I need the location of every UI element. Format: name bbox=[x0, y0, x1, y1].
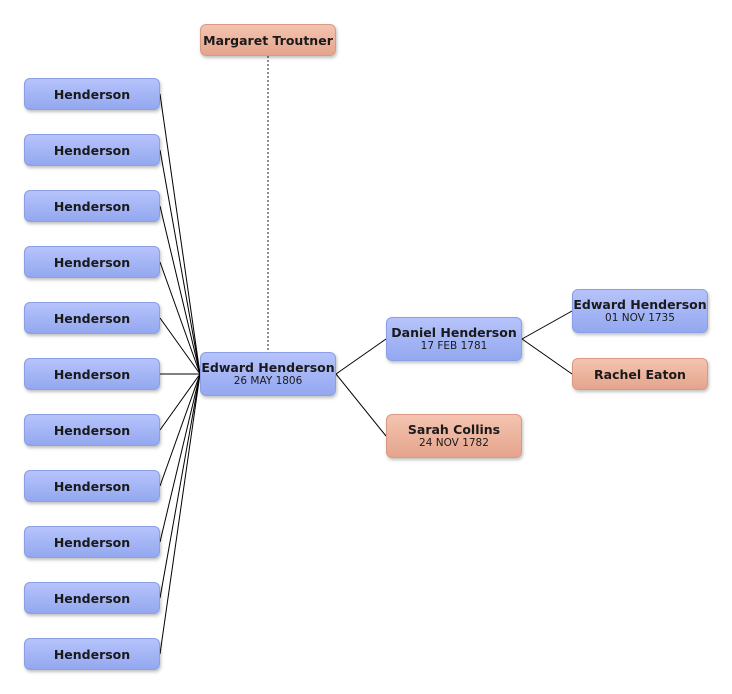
child-connector bbox=[159, 317, 201, 375]
person-name: Margaret Troutner bbox=[203, 32, 333, 48]
child-node[interactable]: Henderson bbox=[24, 414, 160, 446]
child-node[interactable]: Henderson bbox=[24, 78, 160, 110]
child-connector bbox=[159, 205, 201, 375]
child-node[interactable]: Henderson bbox=[24, 526, 160, 558]
person-name: Henderson bbox=[53, 590, 131, 606]
person-node-edward-henderson-focus[interactable]: Edward Henderson 26 MAY 1806 bbox=[200, 352, 336, 396]
children-connectors bbox=[159, 93, 201, 655]
child-connector bbox=[159, 93, 201, 375]
child-node[interactable]: Henderson bbox=[24, 134, 160, 166]
person-name: Henderson bbox=[53, 254, 131, 270]
person-name: Henderson bbox=[53, 646, 131, 662]
person-node-rachel-eaton[interactable]: Rachel Eaton bbox=[572, 358, 708, 390]
child-connector bbox=[159, 373, 201, 599]
child-connector bbox=[159, 373, 201, 655]
person-name: Sarah Collins bbox=[407, 422, 501, 437]
child-node[interactable]: Henderson bbox=[24, 470, 160, 502]
child-node[interactable]: Henderson bbox=[24, 190, 160, 222]
person-name: Daniel Henderson bbox=[391, 325, 517, 340]
child-node[interactable]: Henderson bbox=[24, 358, 160, 390]
grandfather-connector bbox=[521, 310, 573, 340]
person-name: Henderson bbox=[53, 478, 131, 494]
grandmother-connector bbox=[521, 338, 573, 375]
person-name: Henderson bbox=[53, 86, 131, 102]
person-name: Edward Henderson bbox=[573, 297, 707, 312]
child-node[interactable]: Henderson bbox=[24, 246, 160, 278]
person-date: 24 NOV 1782 bbox=[419, 437, 489, 449]
person-node-margaret-troutner[interactable]: Margaret Troutner bbox=[200, 24, 336, 56]
person-name: Rachel Eaton bbox=[594, 366, 686, 382]
person-date: 01 NOV 1735 bbox=[605, 312, 675, 324]
person-name: Henderson bbox=[53, 142, 131, 158]
person-name: Henderson bbox=[53, 310, 131, 326]
child-connector bbox=[159, 373, 201, 431]
person-name: Edward Henderson bbox=[201, 360, 335, 375]
child-connector bbox=[159, 373, 201, 487]
child-connector bbox=[159, 373, 201, 543]
child-node[interactable]: Henderson bbox=[24, 302, 160, 334]
child-node[interactable]: Henderson bbox=[24, 582, 160, 614]
mother-connector bbox=[335, 373, 387, 437]
person-name: Henderson bbox=[53, 198, 131, 214]
person-node-edward-henderson-grandfather[interactable]: Edward Henderson 01 NOV 1735 bbox=[572, 289, 708, 333]
father-connector bbox=[335, 338, 387, 375]
person-node-sarah-collins[interactable]: Sarah Collins 24 NOV 1782 bbox=[386, 414, 522, 458]
person-name: Henderson bbox=[53, 366, 131, 382]
person-date: 26 MAY 1806 bbox=[233, 375, 303, 387]
person-name: Henderson bbox=[53, 422, 131, 438]
child-node[interactable]: Henderson bbox=[24, 638, 160, 670]
person-date: 17 FEB 1781 bbox=[420, 340, 488, 352]
person-node-daniel-henderson[interactable]: Daniel Henderson 17 FEB 1781 bbox=[386, 317, 522, 361]
child-connector bbox=[159, 149, 201, 375]
child-connector bbox=[159, 261, 201, 375]
person-name: Henderson bbox=[53, 534, 131, 550]
